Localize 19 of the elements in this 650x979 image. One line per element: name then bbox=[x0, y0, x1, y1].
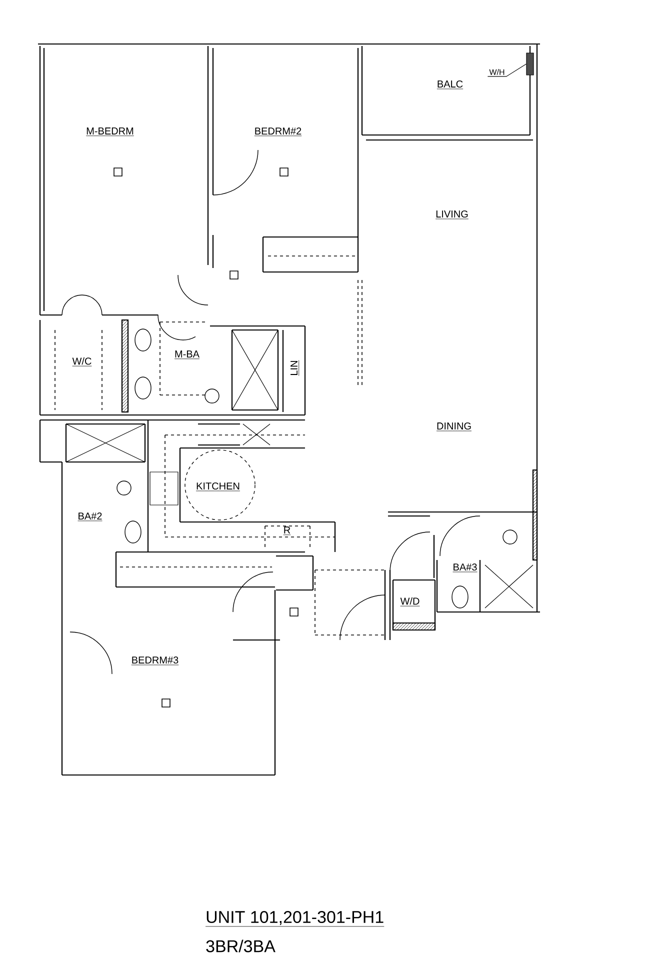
leader-line bbox=[487, 64, 526, 77]
note-text: W/H bbox=[489, 69, 504, 75]
room-label: LIN bbox=[290, 360, 300, 376]
room-label: W/D bbox=[400, 597, 420, 606]
room-label: W/C bbox=[72, 357, 92, 366]
room-label: BA#2 bbox=[78, 512, 102, 522]
room-label: BA#3 bbox=[452, 563, 478, 572]
room-label: KITCHEN bbox=[196, 482, 240, 492]
room-label: BEDRM#2 bbox=[254, 128, 302, 136]
room-label: LIVING bbox=[435, 210, 469, 220]
room-label: DINING bbox=[436, 422, 472, 432]
room-label: BEDRM#3 bbox=[131, 656, 179, 666]
plan-caption: 3BR/3BA bbox=[206, 940, 276, 952]
room-label: M-BEDRM bbox=[86, 128, 134, 136]
room-label: M-BA bbox=[174, 350, 200, 360]
room-label: R bbox=[283, 526, 291, 536]
plan-title: UNIT 101,201-301-PH1 bbox=[205, 911, 384, 927]
water-heater bbox=[526, 52, 534, 76]
room-label: BALC bbox=[436, 80, 464, 90]
